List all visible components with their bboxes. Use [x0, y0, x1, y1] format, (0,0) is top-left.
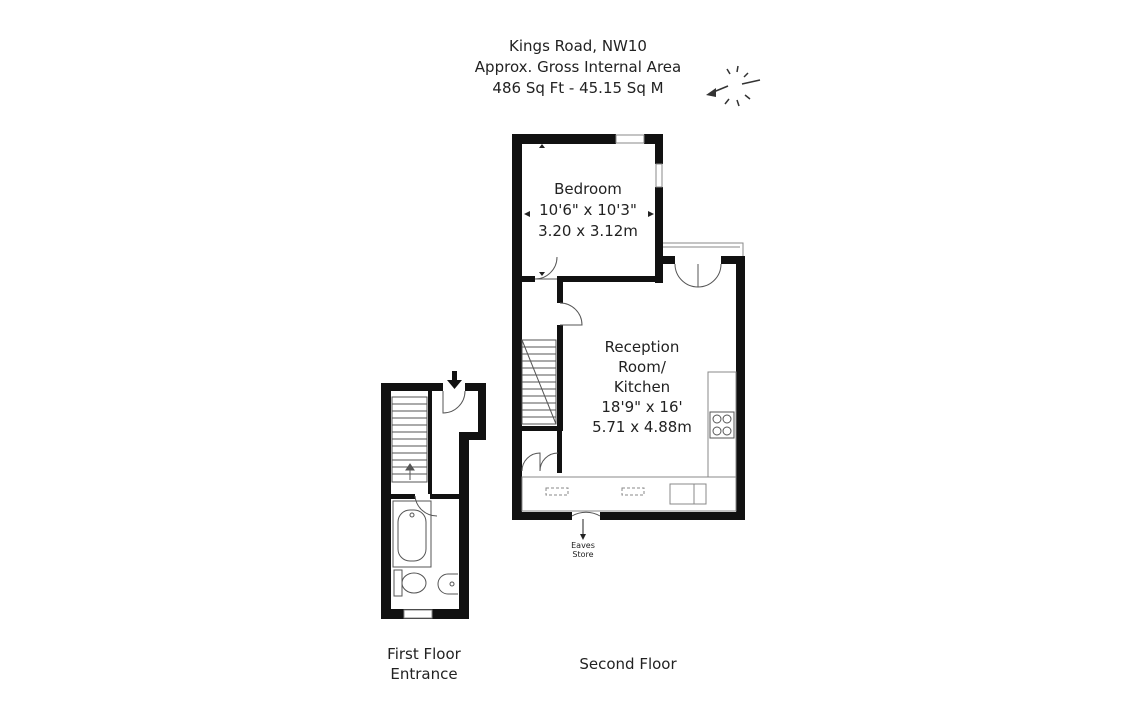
eaves-store-label-line2: Store — [572, 550, 594, 559]
reception-name-line3: Kitchen — [613, 378, 671, 396]
wall — [391, 494, 415, 499]
basin — [437, 573, 458, 595]
entrance-arrow-icon — [447, 371, 462, 389]
wall — [381, 383, 443, 391]
area-label: Approx. Gross Internal Area — [474, 58, 682, 76]
wall — [465, 383, 486, 391]
wall — [557, 426, 562, 473]
wall — [600, 512, 745, 520]
reception-dimensions-metric: 5.71 x 4.88m — [592, 418, 692, 436]
wall — [381, 383, 391, 619]
wall — [522, 426, 562, 431]
window — [615, 134, 645, 144]
wall — [655, 134, 663, 164]
bedroom-dimensions-metric: 3.20 x 3.12m — [538, 222, 638, 240]
bathtub — [392, 500, 432, 568]
area-value: 486 Sq Ft - 45.15 Sq M — [492, 79, 664, 97]
door-swing — [559, 302, 583, 326]
second-floor-plan — [512, 134, 745, 540]
wall — [655, 256, 675, 264]
reception-name-line1: Reception — [604, 338, 680, 356]
wall — [655, 187, 663, 283]
door-swing — [534, 256, 558, 280]
eaves-store-label-line1: Eaves — [571, 541, 595, 550]
sink — [669, 483, 695, 505]
property-address: Kings Road, NW10 — [509, 37, 647, 55]
north-arrow-icon — [706, 65, 761, 107]
staircase — [391, 396, 428, 483]
wall — [557, 276, 563, 303]
kitchen-units — [521, 371, 737, 512]
wall — [557, 325, 563, 431]
bedroom-dimensions-imperial: 10'6" x 10'3" — [539, 201, 637, 219]
reception-name-line2: Room/ — [618, 358, 666, 376]
wall — [428, 391, 432, 494]
wall — [430, 494, 460, 499]
wall — [512, 134, 616, 144]
reception-dimensions-imperial: 18'9" x 16' — [601, 398, 683, 416]
hob — [709, 411, 735, 439]
toilet — [393, 569, 427, 597]
wall — [459, 432, 469, 619]
wall — [512, 512, 572, 520]
wall — [736, 256, 745, 520]
window — [403, 609, 433, 619]
wall — [459, 432, 486, 440]
wall — [522, 276, 535, 282]
first-floor-label: First Floor — [387, 645, 461, 663]
wall — [721, 256, 745, 264]
second-floor-label: Second Floor — [579, 655, 677, 673]
wall — [512, 134, 522, 520]
window — [655, 163, 663, 188]
wall — [478, 383, 486, 440]
wall — [644, 134, 662, 144]
wall — [557, 276, 663, 282]
door-swing — [442, 390, 466, 414]
first-floor-plan — [381, 371, 486, 619]
staircase — [521, 339, 557, 425]
bedroom-name: Bedroom — [554, 180, 622, 198]
first-floor-sublabel: Entrance — [390, 665, 458, 683]
french-doors — [674, 263, 722, 288]
